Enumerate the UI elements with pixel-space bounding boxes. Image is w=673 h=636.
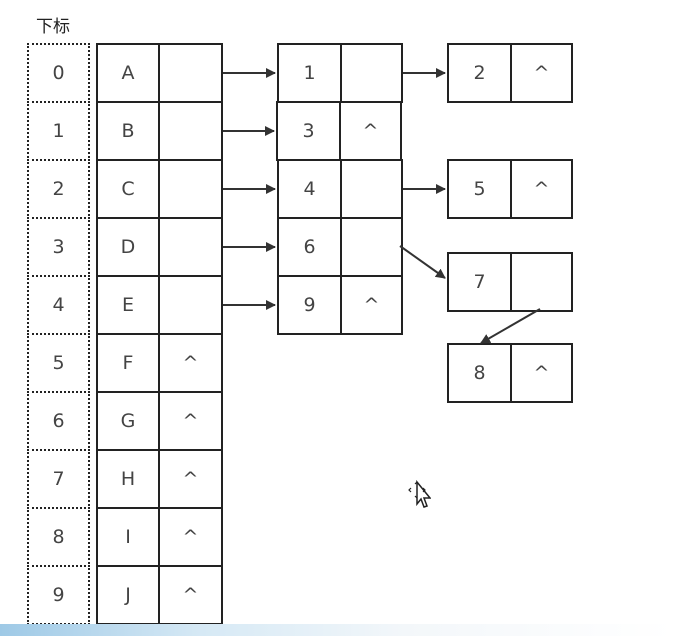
- vertex-link-cell: ^: [158, 507, 223, 567]
- vertex-index-cell: 3: [27, 217, 90, 277]
- vertex-index-cell: 8: [27, 507, 90, 567]
- edge-node-next-cell: ^: [340, 275, 403, 335]
- vertex-link-cell: [158, 101, 223, 161]
- vertex-link-cell: [158, 159, 223, 219]
- vertex-index-cell: 5: [27, 333, 90, 393]
- edge-node-value-cell: 9: [277, 275, 342, 335]
- vertex-data-cell: F: [96, 333, 160, 393]
- vertex-data-cell: B: [96, 101, 160, 161]
- edge-node-next-cell: ^: [339, 101, 402, 161]
- vertex-index-cell: 4: [27, 275, 90, 335]
- vertex-data-cell: C: [96, 159, 160, 219]
- move-cursor-icon: [408, 480, 431, 508]
- edge-node-value-cell: 7: [447, 252, 512, 312]
- vertex-data-cell: H: [96, 449, 160, 509]
- bottom-decoration: [0, 624, 673, 636]
- edge-node-next-cell: [510, 252, 573, 312]
- vertex-index-cell: 2: [27, 159, 90, 219]
- edge-node-value-cell: 5: [447, 159, 512, 219]
- edge-node-next-cell: [340, 217, 403, 277]
- vertex-link-cell: [158, 217, 223, 277]
- edge-node-next-cell: ^: [510, 343, 573, 403]
- edge-node-next-cell: [340, 43, 403, 103]
- link-arrow: [399, 245, 446, 279]
- edge-node-value-cell: 8: [447, 343, 512, 403]
- link-arrow: [480, 308, 541, 344]
- vertex-index-cell: 7: [27, 449, 90, 509]
- vertex-index-cell: 6: [27, 391, 90, 451]
- vertex-link-cell: ^: [158, 565, 223, 625]
- edge-node-next-cell: ^: [510, 43, 573, 103]
- edge-node-next-cell: ^: [510, 159, 573, 219]
- index-heading: 下标: [36, 17, 70, 37]
